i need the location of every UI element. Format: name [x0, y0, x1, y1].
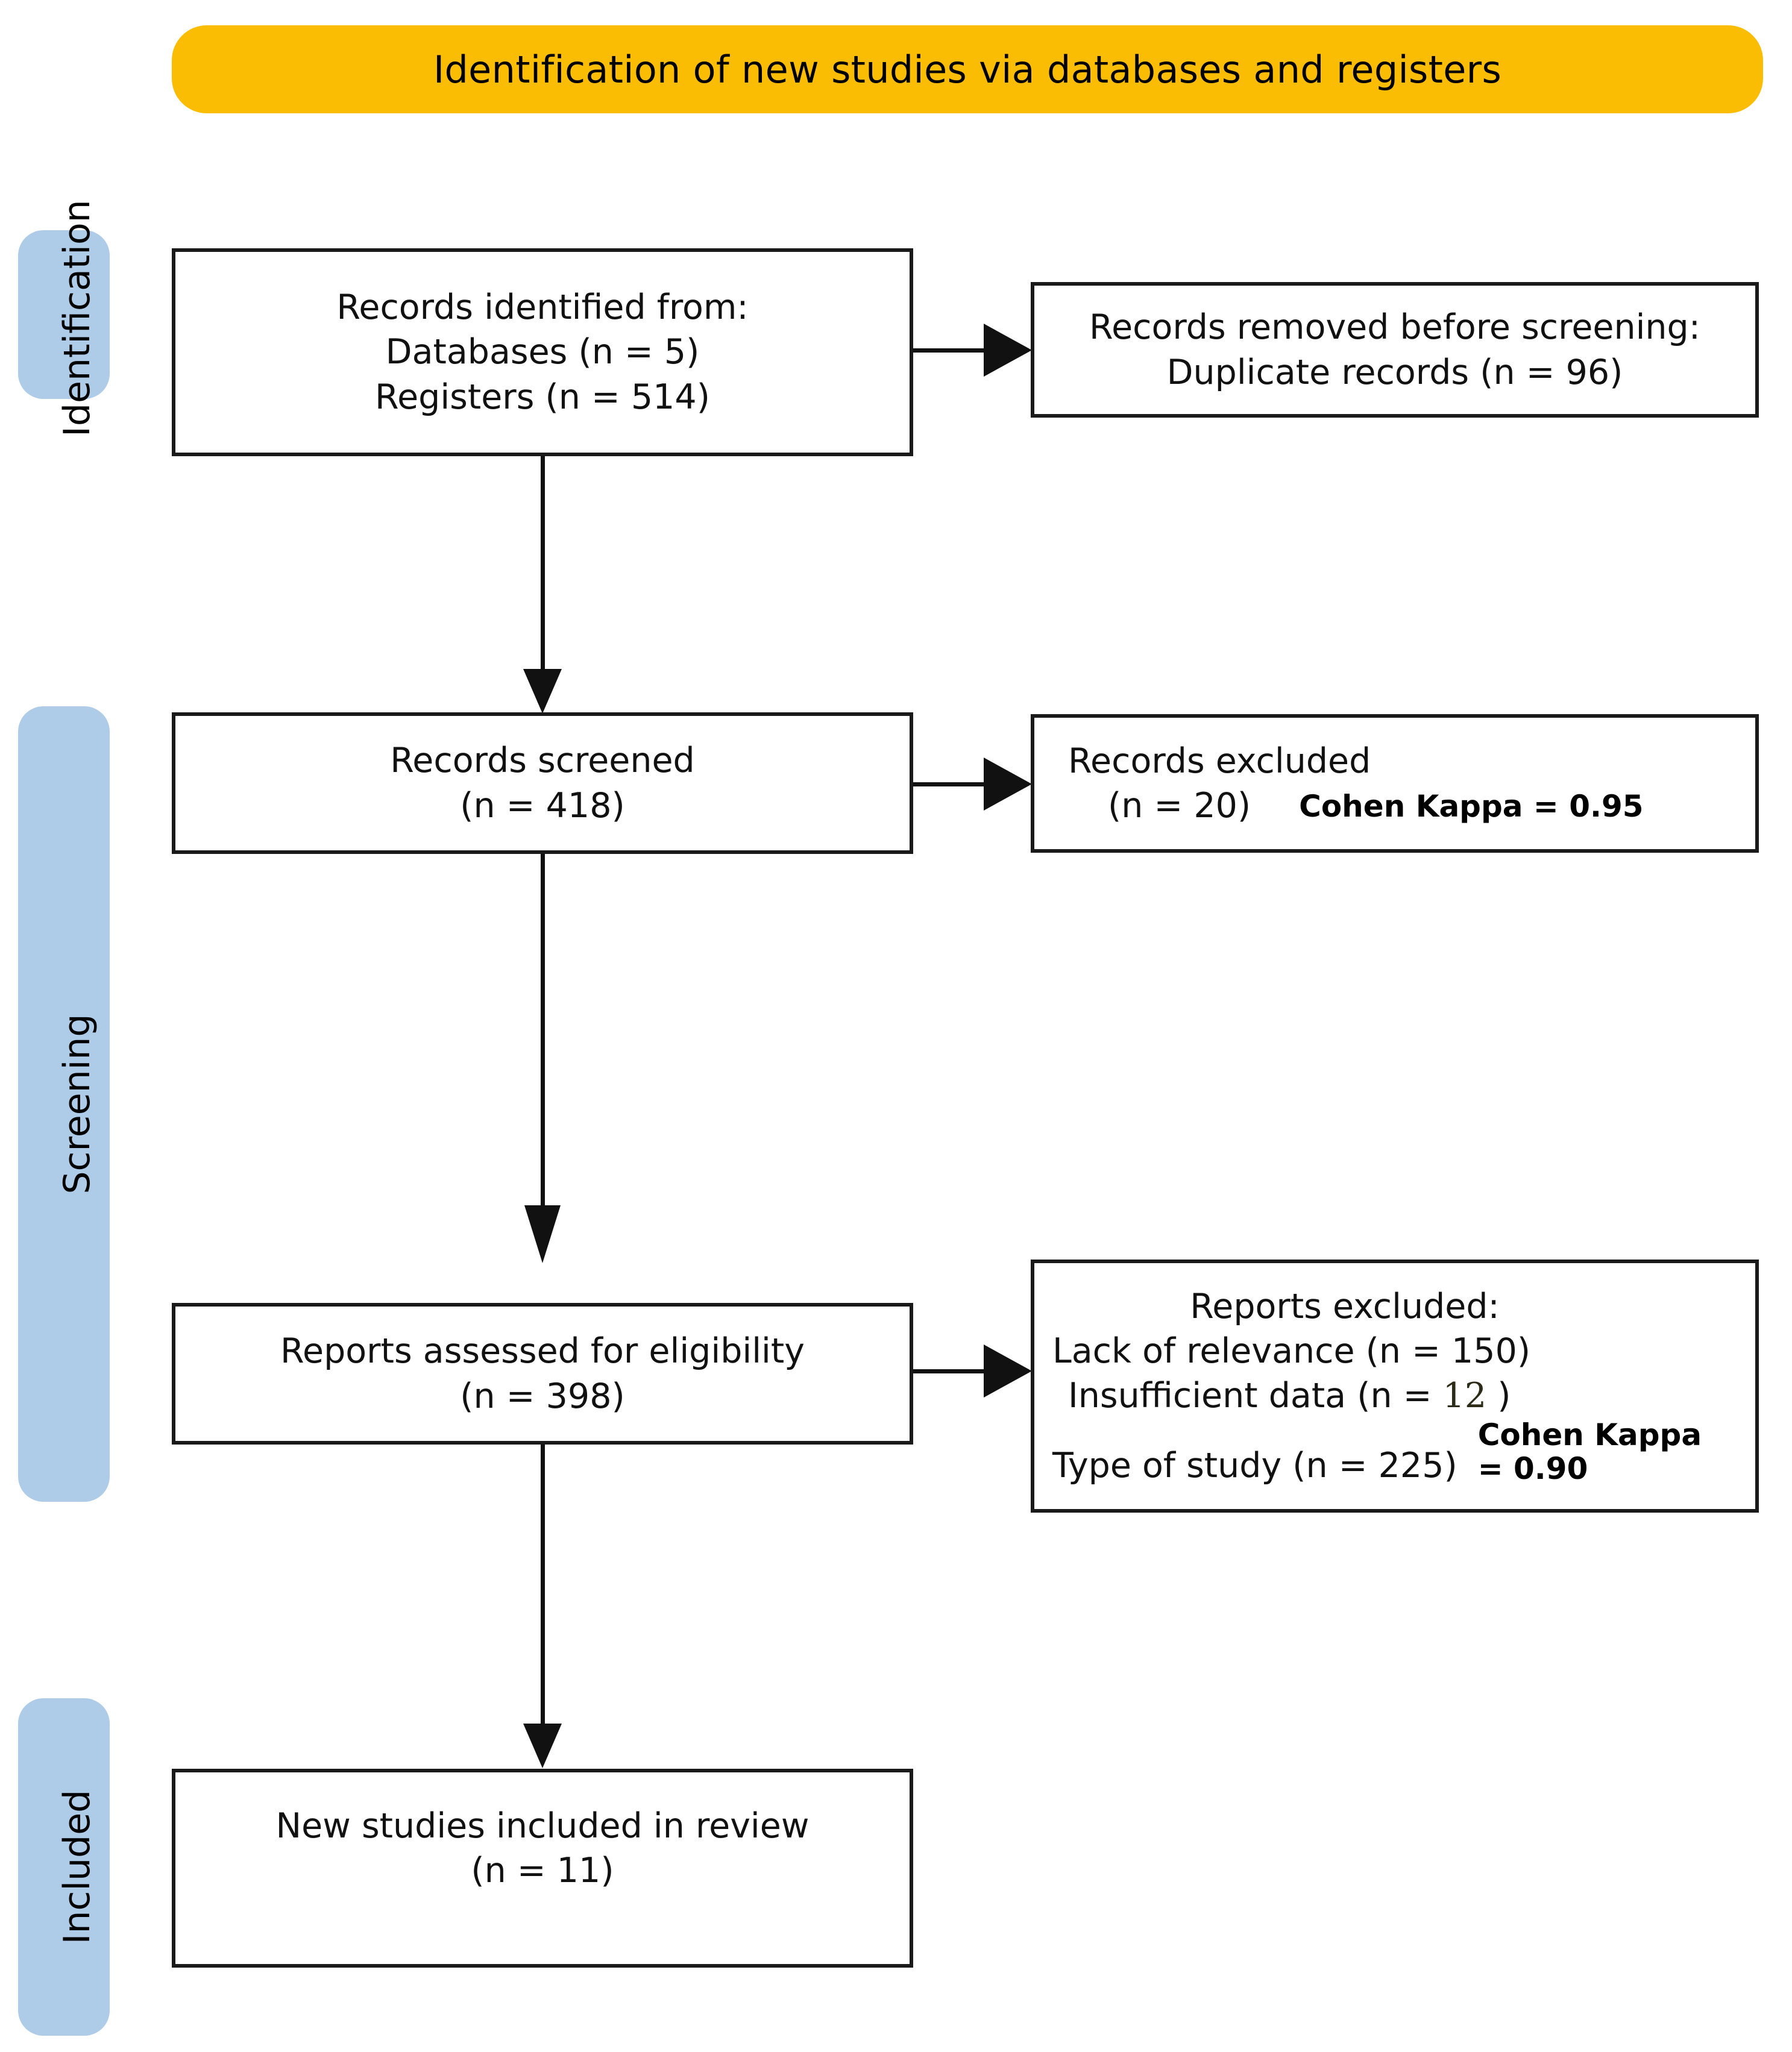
stage-pill-screening	[18, 706, 110, 1502]
records-screened-line-2: (n = 418)	[460, 785, 625, 826]
reports-excluded-reason-2-suffix: )	[1486, 1376, 1511, 1416]
records-excluded-cohen-kappa: Cohen Kappa = 0.95	[1299, 789, 1644, 824]
new-studies-included-line-2: (n = 11)	[471, 1851, 614, 1890]
reports-excluded-cohen-kappa-line-2: = 0.90	[1477, 1451, 1588, 1487]
box-reports-assessed: Reports assessed for eligibility (n = 39…	[172, 1303, 913, 1445]
reports-excluded-title: Reports excluded:	[1190, 1286, 1500, 1326]
records-removed-line-2: Duplicate records (n = 96)	[1166, 352, 1623, 392]
stage-label-identification: Identification	[56, 199, 98, 437]
records-identified-line-1: Records identified from:	[336, 287, 749, 328]
arrowhead-screened-to-assessed	[524, 1205, 561, 1263]
box-records-removed: Records removed before screening: Duplic…	[1031, 282, 1759, 418]
arrowhead-assessed-to-reports-excluded	[984, 1344, 1032, 1398]
header-banner: Identification of new studies via databa…	[172, 25, 1763, 113]
reports-excluded-reason-2-value: 12	[1442, 1376, 1487, 1416]
stage-label-included: Included	[56, 1789, 98, 1945]
reports-excluded-reason-2: Insufficient data (n = 12 )	[1052, 1373, 1740, 1418]
box-reports-excluded: Reports excluded: Lack of relevance (n =…	[1031, 1260, 1759, 1513]
connector-screened-to-assessed	[541, 854, 545, 1216]
records-screened-line-1: Records screened	[390, 741, 695, 781]
records-excluded-line-1: Records excluded	[1068, 741, 1371, 781]
box-records-identified: Records identified from: Databases (n = …	[172, 248, 913, 456]
arrowhead-screened-to-excluded	[984, 758, 1032, 811]
connector-screened-to-excluded	[913, 782, 992, 786]
new-studies-included-line-1: New studies included in review	[275, 1806, 810, 1846]
reports-excluded-cohen-kappa-line-1: Cohen Kappa	[1477, 1417, 1702, 1453]
reports-excluded-reason-3: Type of study (n = 225)	[1052, 1446, 1457, 1486]
connector-assessed-to-included	[541, 1445, 545, 1734]
reports-excluded-cohen-kappa: Cohen Kappa = 0.90	[1478, 1418, 1702, 1486]
stage-label-screening: Screening	[56, 1014, 98, 1194]
reports-excluded-reason-1: Lack of relevance (n = 150)	[1052, 1331, 1531, 1371]
arrowhead-identified-to-screened	[523, 669, 562, 714]
arrowhead-identified-to-removed	[984, 324, 1032, 377]
stage-pill-included	[18, 1698, 110, 2036]
records-removed-line-1: Records removed before screening:	[1089, 307, 1700, 348]
page-title: Identification of new studies via databa…	[433, 47, 1502, 92]
connector-identified-to-screened	[541, 456, 545, 679]
connector-identified-to-removed	[913, 348, 992, 353]
records-excluded-line-2: (n = 20)	[1108, 786, 1251, 826]
box-records-excluded: Records excluded (n = 20) Cohen Kappa = …	[1031, 714, 1759, 853]
records-identified-line-3: Registers (n = 514)	[375, 377, 710, 417]
reports-assessed-line-2: (n = 398)	[460, 1376, 625, 1416]
stage-pill-identification	[18, 230, 110, 399]
records-identified-line-2: Databases (n = 5)	[385, 332, 700, 372]
box-records-screened: Records screened (n = 418)	[172, 712, 913, 854]
connector-assessed-to-reports-excluded	[913, 1369, 992, 1373]
reports-excluded-reason-2-prefix: Insufficient data (n =	[1068, 1376, 1443, 1416]
box-new-studies-included: New studies included in review (n = 11)	[172, 1769, 913, 1968]
reports-assessed-line-1: Reports assessed for eligibility	[280, 1331, 805, 1372]
arrowhead-assessed-to-included	[523, 1724, 562, 1768]
